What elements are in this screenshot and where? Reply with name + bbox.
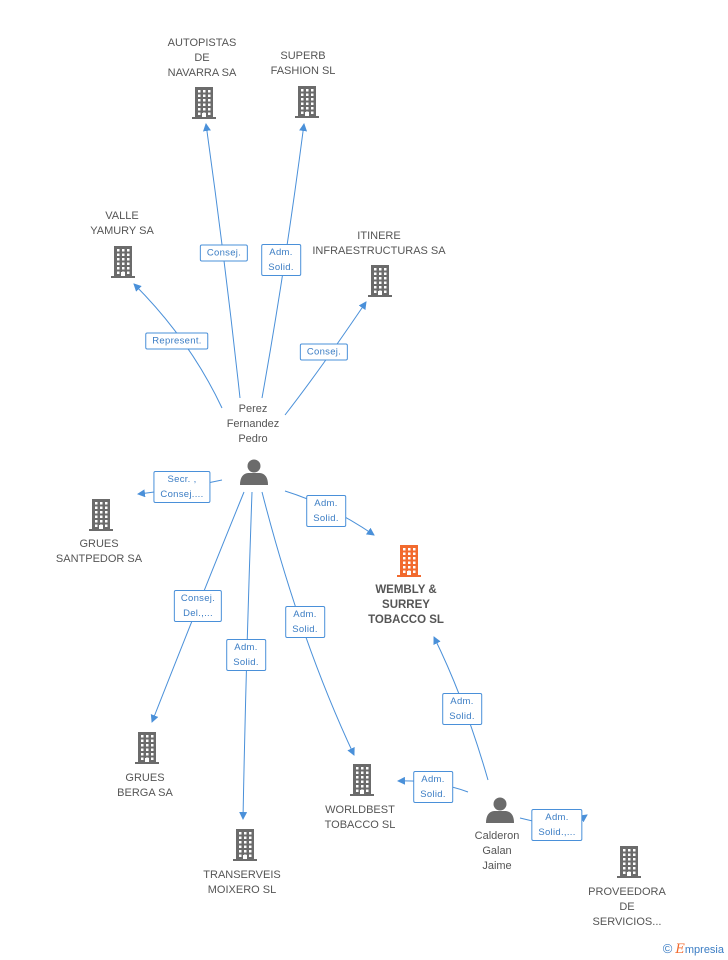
building-icon[interactable] <box>295 86 319 118</box>
building-icon[interactable] <box>397 545 421 577</box>
node-label-superb[interactable]: SUPERB FASHION SL <box>270 50 336 77</box>
edge-label-perez-to-itinere[interactable]: Consej. <box>299 343 349 361</box>
building-icon[interactable] <box>192 87 216 119</box>
node-label-perez[interactable]: Perez Fernandez Pedro <box>226 403 280 445</box>
building-icon[interactable] <box>233 829 257 861</box>
building-icon[interactable] <box>135 732 159 764</box>
brand-name: mpresia <box>684 944 724 956</box>
edge-label-calderon-to-proveedora[interactable]: Adm. Solid.,... <box>531 809 583 841</box>
building-icon[interactable] <box>368 265 392 297</box>
node-label-valle[interactable]: VALLE YAMURY SA <box>90 210 154 237</box>
edge-label-calderon-to-wembly[interactable]: Adm. Solid. <box>442 693 482 725</box>
building-icon[interactable] <box>89 499 113 531</box>
node-label-proveedora[interactable]: PROVEEDORA DE SERVICIOS... <box>588 886 666 928</box>
node-label-itinere[interactable]: ITINERE INFRAESTRUCTURAS SA <box>312 230 446 257</box>
node-label-worldbest[interactable]: WORLDBEST TOBACCO SL <box>324 804 396 831</box>
nodes-layer <box>89 86 641 878</box>
node-label-grues_sant[interactable]: GRUES SANTPEDOR SA <box>55 538 143 565</box>
edge-label-perez-to-wembly[interactable]: Adm. Solid. <box>306 495 346 527</box>
person-icon[interactable] <box>240 459 268 486</box>
node-label-wembly[interactable]: WEMBLY & SURREY TOBACCO SL <box>368 584 444 626</box>
edge-label-perez-to-transerveis[interactable]: Adm. Solid. <box>226 639 266 671</box>
edge-label-perez-to-superb[interactable]: Adm. Solid. <box>261 244 301 276</box>
node-label-calderon[interactable]: Calderon Galan Jaime <box>474 830 520 872</box>
edge-label-perez-to-valle[interactable]: Represent. <box>145 332 209 350</box>
edge-label-calderon-to-worldbest[interactable]: Adm. Solid. <box>413 771 453 803</box>
edge-label-perez-to-autopistas[interactable]: Consej. <box>199 244 249 262</box>
edge-label-perez-to-worldbest[interactable]: Adm. Solid. <box>285 606 325 638</box>
node-label-transerveis[interactable]: TRANSERVEIS MOIXERO SL <box>203 869 281 896</box>
building-icon[interactable] <box>350 764 374 796</box>
building-icon[interactable] <box>617 846 641 878</box>
building-icon[interactable] <box>111 246 135 278</box>
person-icon[interactable] <box>486 797 514 824</box>
edge-perez-to-itinere <box>284 301 367 416</box>
node-label-grues_berga[interactable]: GRUES BERGA SA <box>117 772 173 799</box>
edge-label-perez-to-grues_berga[interactable]: Consej. Del.,... <box>173 590 223 622</box>
edge-label-perez-to-grues_sant[interactable]: Secr. , Consej.... <box>153 471 211 503</box>
empresia-brand[interactable]: © Empresia <box>663 941 724 957</box>
brand-initial: E <box>675 942 685 957</box>
node-label-autopistas[interactable]: AUTOPISTAS DE NAVARRA SA <box>167 37 237 79</box>
copyright-symbol: © <box>662 941 673 956</box>
